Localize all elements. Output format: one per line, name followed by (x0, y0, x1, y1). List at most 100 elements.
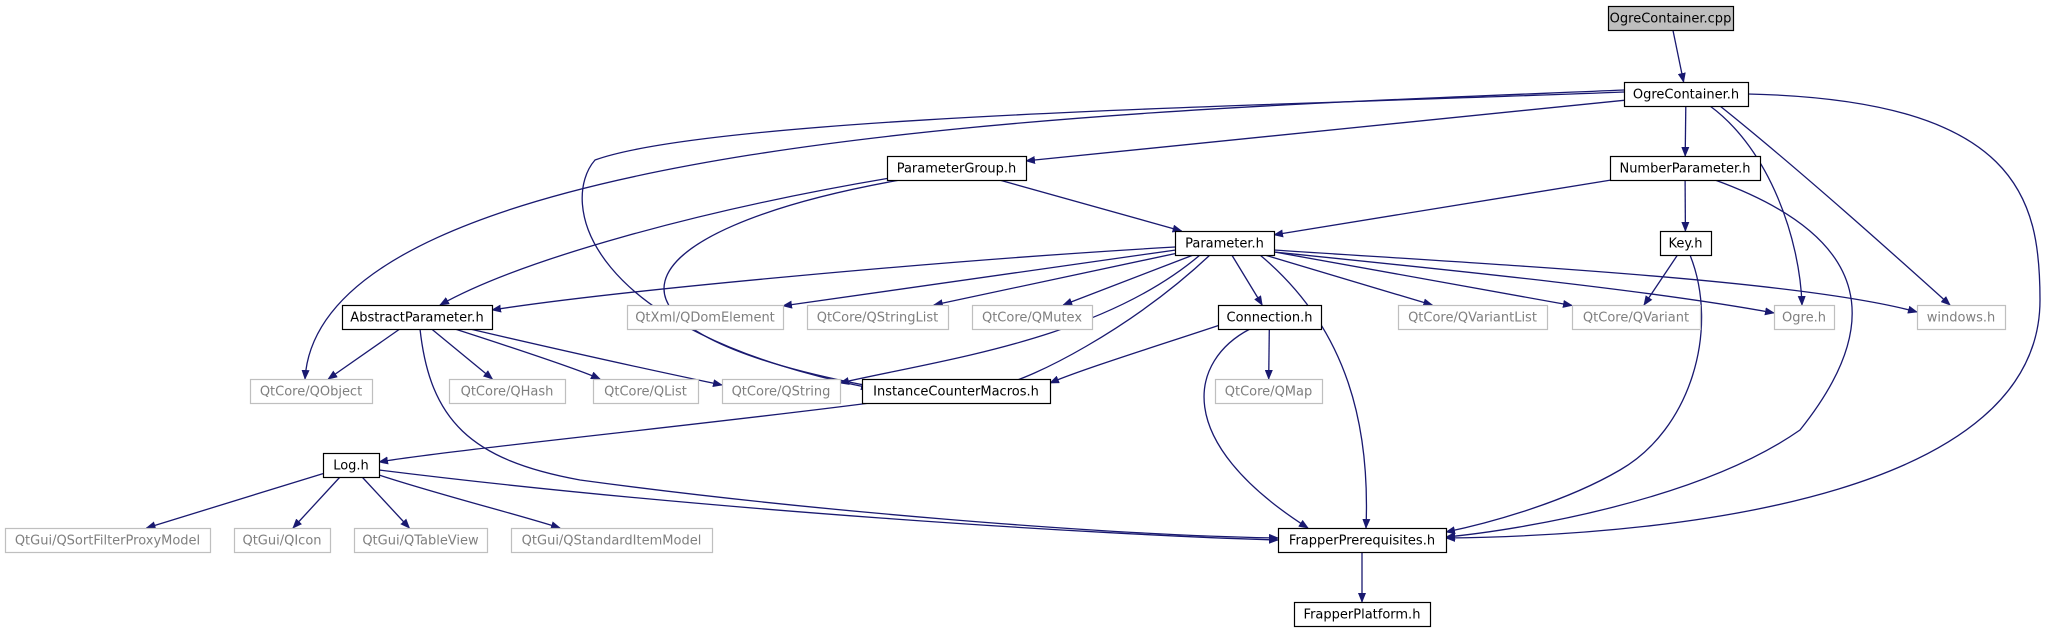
node-box (1607, 5, 1735, 32)
node-box (1174, 230, 1276, 257)
edge-parametergroup-h-to-abstractparameter-h (439, 177, 891, 306)
node-qmap: QtCore/QMap (1214, 378, 1324, 405)
node-instancecountermacros-h[interactable]: InstanceCounterMacros.h (861, 378, 1052, 405)
edge-abstractparameter-h-to-frapperprerequisites-h (419, 328, 1279, 542)
node-log-h[interactable]: Log.h (322, 452, 381, 479)
edge-key-h-to-qvariant (1643, 254, 1679, 306)
edge-log-h-to-qsortfilterproxymodel (145, 472, 324, 530)
edge-parametergroup-h-to-instancecountermacros-h (663, 179, 901, 391)
edge-parameter-h-to-qstringlist (932, 252, 1176, 308)
edge-ogrecontainer-h-to-ogre-h (1709, 105, 1806, 306)
node-box (721, 378, 842, 405)
node-label: QtCore/QMutex (982, 311, 1082, 326)
node-qvariantlist: QtCore/QVariantList (1397, 304, 1549, 331)
node-label: QtCore/QObject (260, 385, 362, 400)
node-label: QtCore/QVariantList (1408, 311, 1537, 326)
node-qsortfilterproxymodel: QtGui/QSortFilterProxyModel (4, 527, 212, 554)
node-qhash: QtCore/QHash (448, 378, 567, 405)
node-windows-h: windows.h (1916, 304, 2007, 331)
edge-connection-h-to-instancecountermacros-h (1049, 324, 1221, 384)
node-numberparameter-h[interactable]: NumberParameter.h (1609, 155, 1762, 182)
edge-abstractparameter-h-to-qhash (431, 328, 494, 380)
edge-parameter-h-to-qvariantlist (1264, 254, 1434, 307)
edge-numberparameter-h-to-frapperprerequisites-h (1445, 179, 1853, 541)
node-label: QtGui/QStandardItemModel (522, 534, 702, 549)
node-label: QtXml/QDomElement (635, 311, 775, 326)
node-label: QtCore/QString (732, 385, 831, 400)
node-label: QtCore/QStringList (817, 311, 939, 326)
node-box (510, 527, 714, 554)
node-frapperprerequisites-h[interactable]: FrapperPrerequisites.h (1277, 527, 1448, 554)
node-label: Parameter.h (1185, 237, 1264, 252)
edge-ogrecontainer-h-to-windows-h (1719, 105, 1951, 306)
node-label: Ogre.h (1782, 311, 1826, 326)
node-box (1916, 304, 2007, 331)
node-box (886, 155, 1028, 182)
edge-parameter-h-to-abstractparameter-h (491, 246, 1176, 313)
node-box (341, 304, 494, 331)
node-qicon: QtGui/QIcon (233, 527, 332, 554)
node-qmutex: QtCore/QMutex (971, 304, 1094, 331)
node-box (1397, 304, 1549, 331)
edge-ogrecontainer-h-to-qobject (301, 89, 1625, 380)
edge-connection-h-to-qmap (1264, 328, 1273, 380)
node-box (861, 378, 1052, 405)
node-qobject: QtCore/QObject (249, 378, 374, 405)
edge-numberparameter-h-to-parameter-h (1273, 179, 1612, 238)
node-box (249, 378, 374, 405)
node-label: windows.h (1927, 311, 1995, 326)
nodes-layer: OgreContainer.cppOgreContainer.hParamete… (4, 5, 2007, 628)
node-connection-h[interactable]: Connection.h (1217, 304, 1323, 331)
node-ogre-h: Ogre.h (1773, 304, 1836, 331)
node-key-h[interactable]: Key.h (1659, 230, 1713, 257)
node-frapperplatform-h[interactable]: FrapperPlatform.h (1293, 601, 1432, 628)
edge-parameter-h-to-connection-h (1231, 254, 1263, 306)
node-ogrecontainer-cpp[interactable]: OgreContainer.cpp (1607, 5, 1735, 32)
node-label: QtCore/QList (604, 385, 687, 400)
node-box (1773, 304, 1836, 331)
node-label: QtCore/QVariant (1583, 311, 1689, 326)
edge-abstractparameter-h-to-qobject (327, 328, 401, 380)
node-label: QtGui/QSortFilterProxyModel (15, 534, 200, 549)
node-label: ParameterGroup.h (897, 162, 1017, 177)
edge-ogrecontainer-h-to-instancecountermacros-h (581, 91, 1625, 391)
node-ogrecontainer-h[interactable]: OgreContainer.h (1623, 81, 1750, 108)
node-box (233, 527, 332, 554)
node-qlist: QtCore/QList (592, 378, 700, 405)
node-box (1293, 601, 1432, 628)
node-box (1609, 155, 1762, 182)
edge-ogrecontainer-cpp-to-ogrecontainer-h (1672, 29, 1686, 83)
edge-parameter-h-to-frapperprerequisites-h (1259, 254, 1371, 529)
edge-connection-h-to-frapperprerequisites-h (1203, 328, 1309, 529)
node-label: FrapperPrerequisites.h (1289, 534, 1435, 549)
node-box (1571, 304, 1702, 331)
edge-parameter-h-to-windows-h (1273, 249, 1918, 314)
node-box (353, 527, 489, 554)
edge-parameter-h-to-ogre-h (1273, 251, 1775, 316)
node-parameter-h[interactable]: Parameter.h (1174, 230, 1276, 257)
node-box (1214, 378, 1324, 405)
node-label: FrapperPlatform.h (1304, 608, 1421, 623)
node-qtableview: QtGui/QTableView (353, 527, 489, 554)
node-box (322, 452, 381, 479)
node-box (1623, 81, 1750, 108)
node-box (592, 378, 700, 405)
edge-ogrecontainer-h-to-parametergroup-h (1025, 99, 1625, 164)
node-parametergroup-h[interactable]: ParameterGroup.h (886, 155, 1028, 182)
edge-parameter-h-to-qstring (839, 254, 1201, 385)
edge-abstractparameter-h-to-qlist (454, 328, 601, 380)
node-qstring: QtCore/QString (721, 378, 842, 405)
edge-ogrecontainer-h-to-frapperprerequisites-h (1445, 93, 2041, 542)
edge-log-h-to-qicon (292, 476, 341, 529)
node-label: Key.h (1668, 237, 1702, 252)
edge-log-h-to-frapperprerequisites-h (378, 469, 1279, 544)
node-abstractparameter-h[interactable]: AbstractParameter.h (341, 304, 494, 331)
node-label: InstanceCounterMacros.h (873, 385, 1039, 400)
edge-parameter-h-to-qdomelement (782, 249, 1176, 309)
edge-parameter-h-to-qvariant (1273, 251, 1573, 308)
node-qdomelement: QtXml/QDomElement (626, 304, 785, 331)
edges-layer (145, 29, 2041, 603)
node-box (4, 527, 212, 554)
node-box (806, 304, 950, 331)
